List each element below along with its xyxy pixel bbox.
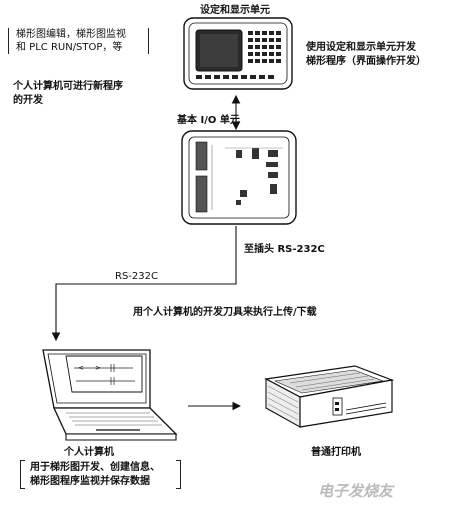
setting-display-unit-device <box>183 17 293 90</box>
setting-unit-desc-line2: 梯形程序（界面操作开发） <box>306 56 426 67</box>
top-left-note-line1: 梯形图编辑，梯形图监视 <box>16 29 126 40</box>
io-to-rs232-cable <box>51 226 237 342</box>
connector-label: 至插头 RS-232C <box>244 244 325 255</box>
svg-text:>: > <box>95 364 101 372</box>
pc-dev-note-line1: 个人计算机可进行新程序 <box>13 81 123 92</box>
computer-desc-bracket-right <box>176 460 181 489</box>
io-unit-title: 基本 I/O 单元 <box>177 115 240 126</box>
top-left-note-line2: 和 PLC RUN/STOP，等 <box>16 42 123 53</box>
tool-note-label: 用个人计算机的开发刀具来执行上传/下载 <box>133 307 317 318</box>
rs232-label: RS-232C <box>115 271 158 282</box>
top-left-note-bracket <box>8 28 149 54</box>
setting-unit-desc-line1: 使用设定和显示单元开发 <box>306 42 416 53</box>
computer-desc-line2: 梯形图程序监视并保存数据 <box>30 476 150 487</box>
top-left-note-bracket-right <box>146 28 149 54</box>
personal-computer-device: < > <box>42 349 178 441</box>
computer-desc-line1: 用于梯形图开发、创建信息、 <box>30 462 160 473</box>
pc-dev-note-line2: 的开发 <box>13 95 43 106</box>
basic-io-unit-device <box>181 130 297 225</box>
computer-desc-bracket-left <box>20 460 25 489</box>
svg-text:<: < <box>78 364 84 372</box>
printer-title: 普通打印机 <box>311 447 361 458</box>
printer-device <box>264 365 395 428</box>
setting-unit-title: 设定和显示单元 <box>200 5 270 16</box>
computer-title: 个人计算机 <box>64 447 114 458</box>
watermark: 电子发烧友 <box>318 482 394 500</box>
